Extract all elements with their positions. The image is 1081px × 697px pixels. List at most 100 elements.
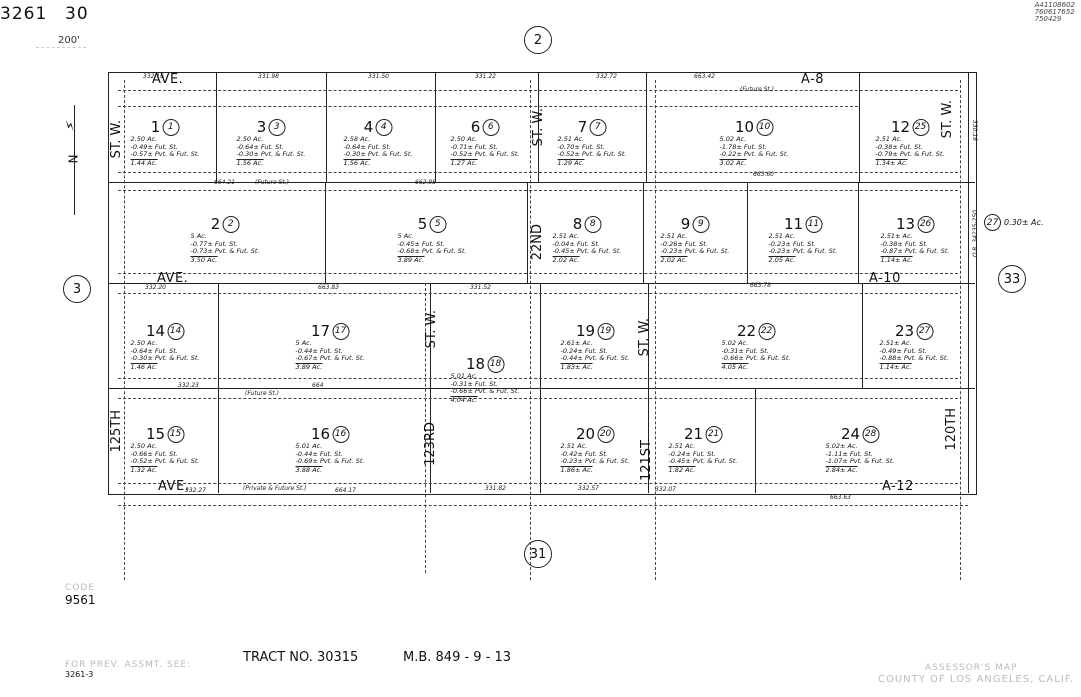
street-label-22nd: 22ND [530, 224, 545, 261]
future-street-line [118, 172, 958, 173]
lot-line [538, 72, 539, 182]
parcel-id-circle: 8 [584, 215, 602, 233]
area-line: -0.23± Pvt. & Fut. St. [768, 247, 838, 255]
parcel-id-circle: 27 [916, 322, 934, 340]
street-label-ave: AVE. [152, 72, 184, 87]
area-line: 5.01 Ac. [295, 442, 323, 450]
dimension: 332.23 [178, 382, 199, 389]
parcel-id-circle: 22 [758, 322, 776, 340]
adjacent-map-top[interactable]: 2 [524, 26, 552, 54]
net-area: 1.32 Ac. [130, 465, 158, 474]
area-line: 2.61± Ac. [560, 339, 593, 347]
net-area: 3.88 Ac. [295, 465, 323, 474]
assessor-map-label: ASSESSOR'S MAP [925, 663, 1018, 673]
lot-number: 6 [470, 118, 481, 136]
dimension: 330.18 [971, 120, 978, 141]
area-line: -0.26± Fut. St. [660, 239, 708, 248]
future-street-line [118, 398, 958, 399]
lot-line [858, 182, 859, 283]
adjacent-map-bottom[interactable]: 31 [524, 540, 552, 568]
lot-number: 2 [210, 215, 221, 233]
parcel-id-circle: 11 [805, 215, 823, 233]
lot-number: 19 [575, 322, 596, 340]
area-line: -0.49± Fut. St. [130, 142, 178, 151]
area-line: 2.51± Ac. [879, 339, 912, 347]
parcel-27[interactable]: 27 0.30± Ac. [984, 214, 1043, 231]
lot-number: 22 [736, 322, 757, 340]
north-arrow-head-icon: ⚡ [61, 118, 81, 134]
area-line: 2.51 Ac. [560, 442, 588, 450]
net-area: 4.05 Ac. [721, 362, 749, 371]
street-label-st-w: ST. W. [109, 120, 124, 159]
lot-number: 21 [683, 425, 704, 443]
street-label-120th: 120TH [944, 408, 959, 451]
adjacent-map-left[interactable]: 3 [63, 275, 91, 303]
parcel-id-circle: 19 [597, 322, 615, 340]
area-line: -0.24± Fut. St. [560, 346, 608, 355]
code-number: 9561 [65, 593, 96, 607]
area-line: -1.11± Fut. St. [825, 449, 873, 458]
lot-line [216, 72, 217, 182]
tract-number: TRACT NO. 30315 [243, 650, 359, 665]
net-area: 1.27 Ac. [450, 158, 478, 167]
area-line: 2.51 Ac. [557, 135, 585, 143]
scale-label: 200' [58, 35, 80, 46]
scale-bar [36, 47, 86, 48]
net-area: 1.34± Ac. [875, 158, 908, 167]
area-line: -0.38± Fut. St. [875, 142, 923, 151]
lot-line [325, 182, 326, 283]
dimension: 663.78 [750, 282, 771, 289]
net-area: 2.05 Ac. [768, 255, 796, 264]
area-line: -0.64± Fut. St. [236, 142, 284, 151]
future-street-line [960, 80, 961, 580]
net-area: 3.50 Ac. [190, 255, 218, 264]
lot-number: 14 [145, 322, 166, 340]
adjacent-map-right[interactable]: 33 [998, 265, 1026, 293]
area-line: 5.02± Ac. [825, 442, 858, 450]
parcel-id-circle: 17 [332, 322, 350, 340]
area-line: -0.68± Pvt. & Fut. St. [397, 247, 467, 255]
dimension: 332.57 [578, 485, 599, 492]
lot-number: 23 [894, 322, 915, 340]
area-line: -0.24± Fut. St. [668, 449, 716, 458]
lot-number: 15 [145, 425, 166, 443]
area-line: -0.69± Pvt. & Fut. St. [295, 457, 365, 465]
lot-number: 12 [890, 118, 911, 136]
street-label-123rd: 123RD [423, 422, 438, 466]
dimension: 332.07 [655, 486, 676, 493]
street-label-st-w: ST. W. [637, 318, 652, 357]
lot-line [648, 283, 649, 493]
